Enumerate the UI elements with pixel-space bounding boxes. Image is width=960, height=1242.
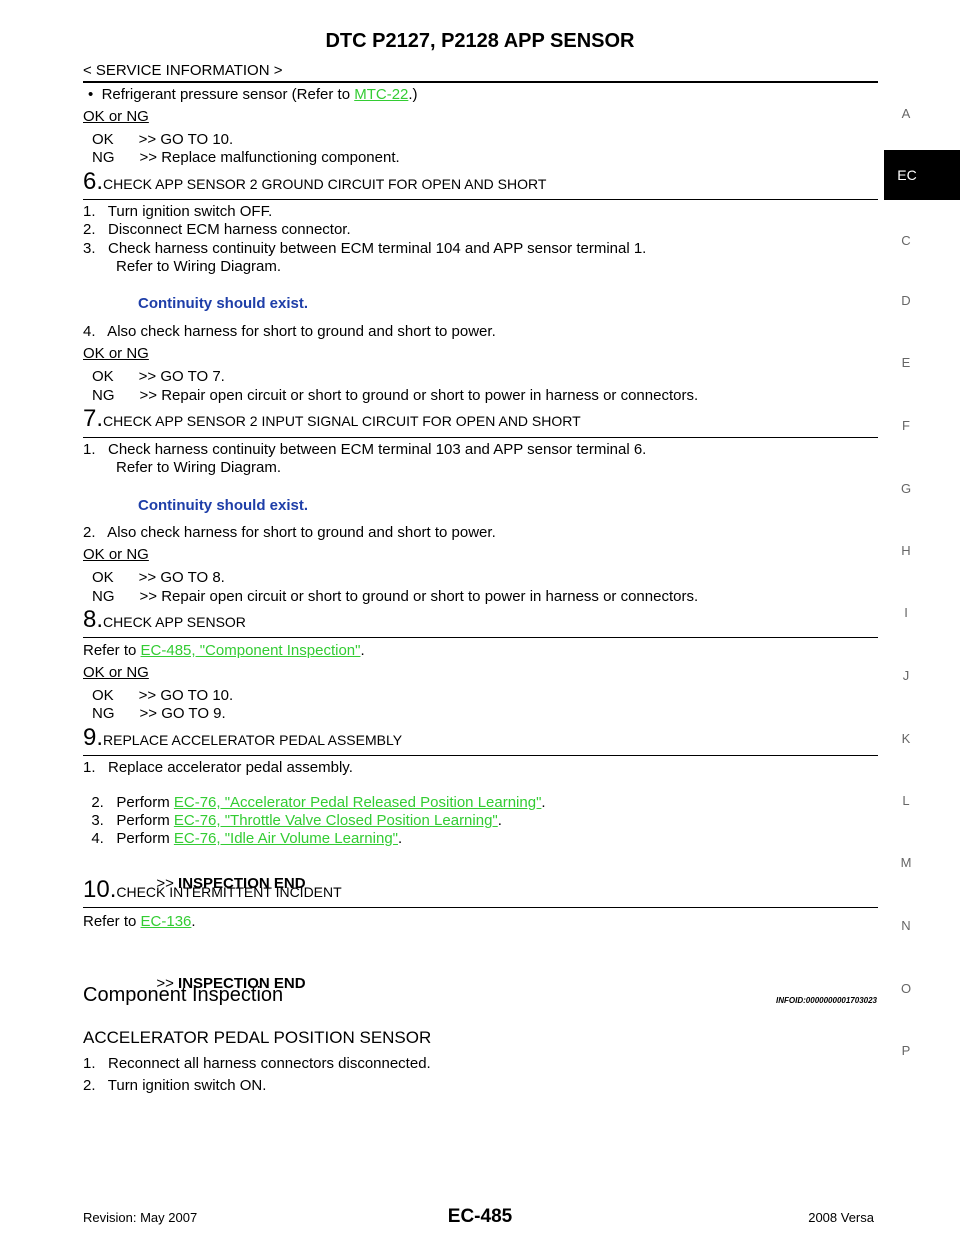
ok-or-ng-label: OK or NG [83, 546, 149, 563]
inspection-end: >> INSPECTION END [156, 975, 306, 992]
step-6-header: 6.CHECK APP SENSOR 2 GROUND CIRCUIT FOR … [83, 168, 546, 196]
component-subheading: ACCELERATOR PEDAL POSITION SENSOR [83, 1028, 432, 1047]
link-component-inspection[interactable]: EC-485, "Component Inspection" [140, 642, 361, 659]
tab-h[interactable]: H [901, 543, 911, 558]
step-9-header: 9.REPLACE ACCELERATOR PEDAL ASSEMBLY [83, 724, 402, 752]
tab-e[interactable]: E [901, 355, 911, 370]
step-rule [83, 755, 878, 756]
tab-i[interactable]: I [904, 605, 908, 620]
ng-result: NG >> Replace malfunctioning component. [92, 149, 400, 166]
footer-revision: Revision: May 2007 [83, 1210, 198, 1225]
tab-f[interactable]: F [902, 418, 910, 433]
component-item: 1. Reconnect all harness connectors disc… [83, 1055, 431, 1072]
tab-g[interactable]: G [900, 481, 912, 496]
page-title: DTC P2127, P2128 APP SENSOR [325, 30, 635, 52]
step-8-refer: Refer to EC-485, "Component Inspection". [83, 642, 365, 659]
page-number: EC-485 [447, 1206, 513, 1227]
tab-l[interactable]: L [902, 793, 910, 808]
step-6-item: 4. Also check harness for short to groun… [83, 323, 496, 340]
step-7-item: 2. Also check harness for short to groun… [83, 524, 496, 541]
ok-result: OK >> GO TO 8. [92, 569, 225, 586]
intro-bullet: • Refrigerant pressure sensor (Refer to … [88, 86, 418, 103]
step-rule [83, 199, 878, 200]
ok-or-ng-label: OK or NG [83, 345, 149, 362]
tab-a[interactable]: A [901, 106, 911, 121]
ok-or-ng-label: OK or NG [83, 664, 149, 681]
step-number: 10. [83, 876, 117, 903]
spec-text: Continuity should exist. [138, 497, 309, 514]
step-7-item: 1. Check harness continuity between ECM … [83, 441, 647, 458]
tab-o[interactable]: O [900, 981, 912, 996]
tab-c[interactable]: C [901, 233, 911, 248]
ok-result: OK >> GO TO 10. [92, 131, 234, 148]
component-item: 2. Turn ignition switch ON. [83, 1077, 267, 1094]
step-title: CHECK APP SENSOR 2 GROUND CIRCUIT FOR OP… [103, 176, 547, 192]
step-title: REPLACE ACCELERATOR PEDAL ASSEMBLY [103, 732, 403, 748]
tab-k[interactable]: K [901, 731, 911, 746]
ng-result: NG >> Repair open circuit or short to gr… [92, 588, 699, 605]
step-10-refer: Refer to EC-136. [83, 913, 196, 930]
section-label: < SERVICE INFORMATION > [83, 62, 283, 79]
link-throttle-valve-learning[interactable]: EC-76, "Throttle Valve Closed Position L… [173, 812, 498, 829]
step-9-item: 4. Perform EC-76, "Idle Air Volume Learn… [91, 830, 403, 847]
ng-result: NG >> GO TO 9. [92, 705, 226, 722]
tab-j[interactable]: J [902, 668, 910, 683]
ng-result: NG >> Repair open circuit or short to gr… [92, 387, 699, 404]
ok-result: OK >> GO TO 10. [92, 687, 234, 704]
step-number: 8. [83, 606, 104, 633]
inspection-end: >> INSPECTION END [156, 875, 306, 892]
link-idle-air-volume-learning[interactable]: EC-76, "Idle Air Volume Learning" [173, 830, 398, 847]
step-number: 6. [83, 168, 104, 195]
step-rule [83, 437, 878, 438]
tab-ec-active[interactable]: EC [884, 150, 960, 200]
info-id: INFOID:0000000001703023 [776, 996, 877, 1005]
tab-n[interactable]: N [901, 918, 911, 933]
ok-or-ng-label: OK or NG [83, 108, 149, 125]
link-ec-136[interactable]: EC-136 [140, 913, 192, 930]
footer-model: 2008 Versa [808, 1210, 874, 1225]
step-6-item: 3. Check harness continuity between ECM … [83, 240, 647, 257]
step-7-item: Refer to Wiring Diagram. [116, 459, 282, 476]
step-number: 7. [83, 405, 104, 432]
ok-result: OK >> GO TO 7. [92, 368, 225, 385]
tab-m[interactable]: M [900, 855, 912, 870]
step-number: 9. [83, 724, 104, 751]
step-title: CHECK APP SENSOR 2 INPUT SIGNAL CIRCUIT … [103, 413, 581, 429]
header-rule [83, 81, 878, 83]
step-rule [83, 637, 878, 638]
step-6-item: 2. Disconnect ECM harness connector. [83, 221, 351, 238]
step-9-item: 3. Perform EC-76, "Throttle Valve Closed… [91, 812, 502, 829]
spec-text: Continuity should exist. [138, 295, 309, 312]
step-10-header: 10.CHECK INTERMITTENT INCIDENT [83, 876, 342, 904]
step-title: CHECK APP SENSOR [103, 614, 246, 630]
tab-d[interactable]: D [901, 293, 911, 308]
component-inspection-heading: Component Inspection [83, 984, 284, 1006]
step-6-item: Refer to Wiring Diagram. [116, 258, 282, 275]
step-6-item: 1. Turn ignition switch OFF. [83, 203, 273, 220]
step-9-item: 1. Replace accelerator pedal assembly. [83, 759, 353, 776]
step-rule [83, 907, 878, 908]
step-9-item: 2. Perform EC-76, "Accelerator Pedal Rel… [91, 794, 546, 811]
step-8-header: 8.CHECK APP SENSOR [83, 606, 246, 634]
step-7-header: 7.CHECK APP SENSOR 2 INPUT SIGNAL CIRCUI… [83, 405, 581, 433]
link-mtc-22[interactable]: MTC-22 [354, 86, 409, 103]
tab-p[interactable]: P [901, 1043, 911, 1058]
link-accelerator-pedal-learning[interactable]: EC-76, "Accelerator Pedal Released Posit… [173, 794, 542, 811]
step-title: CHECK INTERMITTENT INCIDENT [116, 884, 342, 900]
